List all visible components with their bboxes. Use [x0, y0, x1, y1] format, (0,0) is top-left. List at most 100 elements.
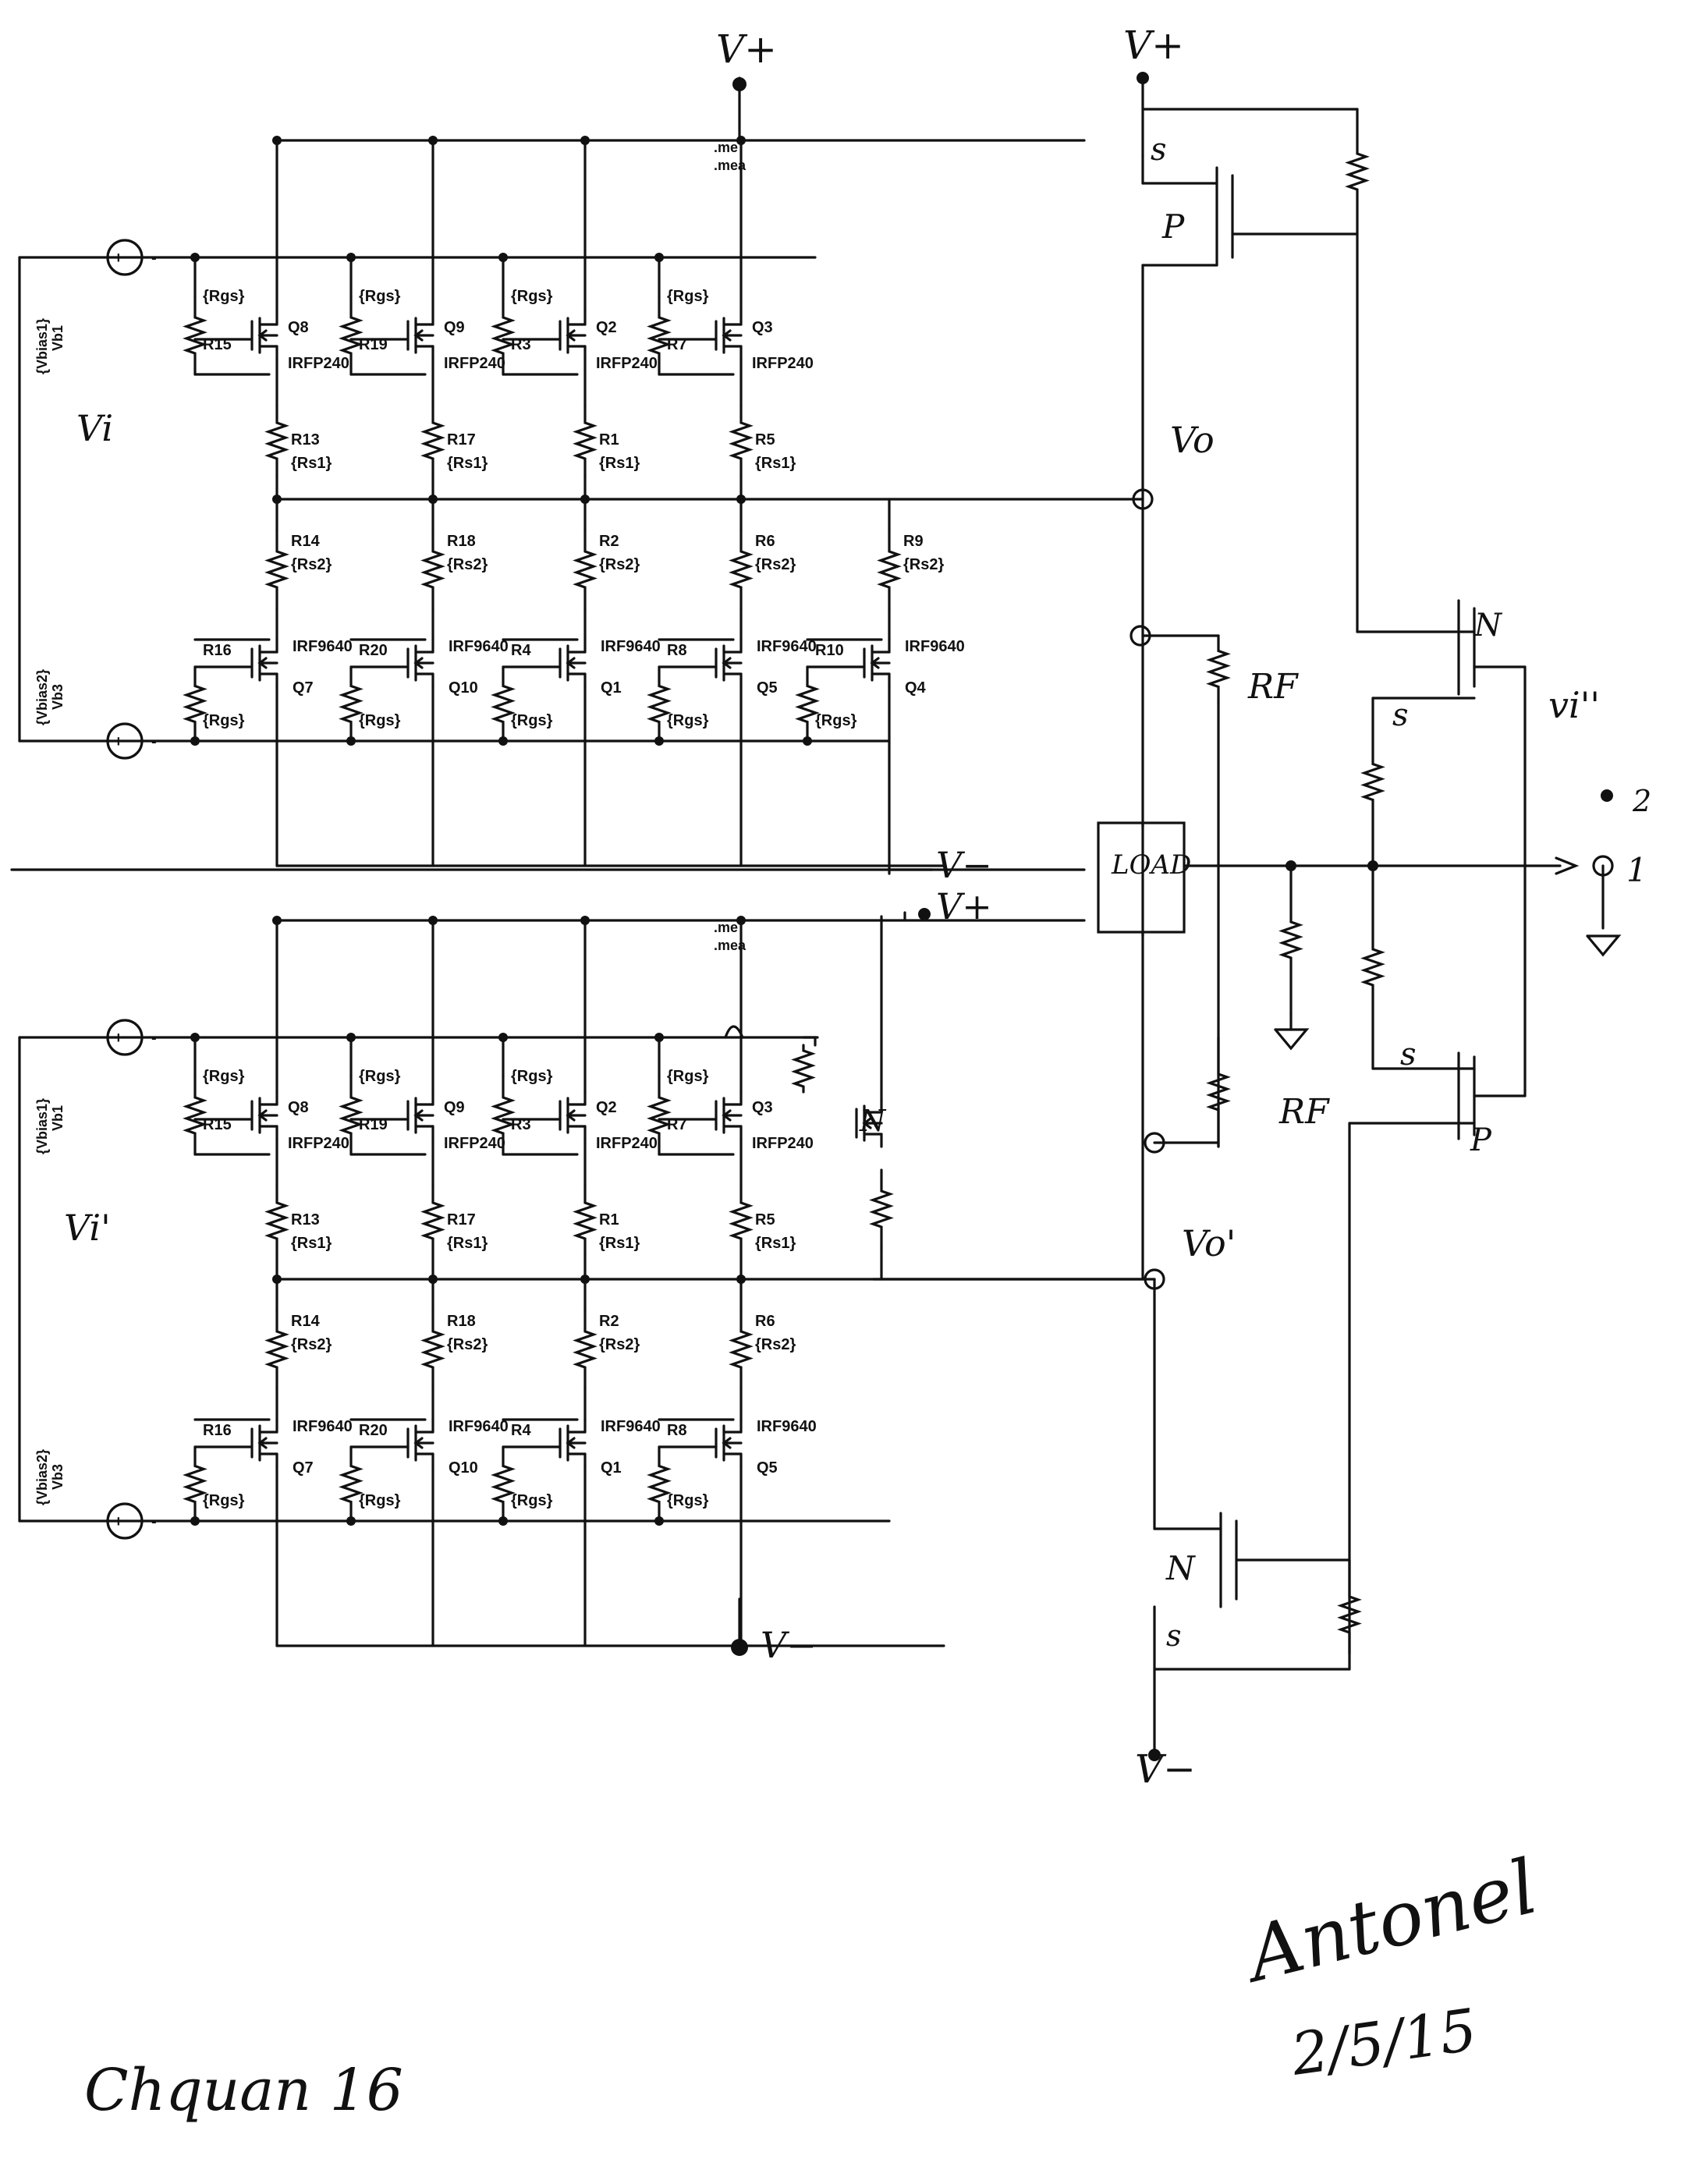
mosfet-part: [566, 329, 576, 342]
rgs-resistor: [647, 295, 672, 376]
pmos-Q5: [715, 1418, 743, 1468]
mosfet-part: [413, 1109, 424, 1122]
rf-label-top: RF: [1247, 667, 1299, 707]
pmos-Q7: [250, 638, 278, 688]
rgs-bottom-label: {Rgs}: [667, 712, 709, 729]
r-label-R18: R18: [447, 533, 476, 550]
rs2-value: {Rs2}: [755, 1336, 796, 1353]
r-label-R14: R14: [291, 533, 321, 550]
qtype-label: IRFP240: [596, 1135, 658, 1152]
vplus-label-mid: V+: [936, 885, 992, 927]
rs2-value: {Rs2}: [599, 1336, 640, 1353]
bias-source-bottom-b-minus: -: [151, 1513, 157, 1530]
rgs-resistor: [183, 295, 207, 376]
rgs-bottom-label: {Rgs}: [511, 1492, 553, 1509]
mosfet-part: [257, 1109, 268, 1122]
output-arrow: [1555, 856, 1580, 875]
source-label-bottom-b: Vb3: [50, 1464, 66, 1490]
pmos-Q4: [863, 638, 891, 688]
source-label-bottom-b: Vb3: [50, 684, 66, 710]
mosfet-part: [257, 657, 268, 669]
bias-source-bottom-b-plus: +: [114, 1513, 123, 1530]
vplus-dot: [732, 77, 746, 91]
nmos-Q3: [715, 1090, 743, 1140]
vo-prime-label: Vo': [1182, 1222, 1236, 1264]
r-label-R1: R1: [599, 1211, 619, 1228]
nmos-Q8: [250, 1090, 278, 1140]
meas-label-a: .me: [714, 920, 738, 935]
pq-label-Q7: Q7: [293, 1459, 314, 1477]
rs1-resistor: [420, 404, 445, 477]
bias-source-top-b: [106, 1019, 144, 1056]
author-text: Chquan 16: [84, 2057, 403, 2124]
bias-source-top-a-plus: +: [114, 250, 123, 267]
qtype-label: IRFP240: [288, 355, 349, 372]
r-label-R17: R17: [447, 1211, 476, 1228]
pq-label-Q10: Q10: [449, 679, 478, 697]
pmos-Q10: [406, 638, 434, 688]
ptype-label: IRF9640: [757, 1418, 817, 1435]
rgs-resistor-bottom: [795, 665, 820, 743]
qtype-label: IRFP240: [752, 1135, 814, 1152]
load-label: LOAD: [1111, 849, 1191, 881]
r-label-R8: R8: [667, 1422, 687, 1439]
pmos-Q10: [406, 1418, 434, 1468]
source-label-top-b: Vb1: [50, 1105, 66, 1131]
vi-prime-label: Vi': [64, 1207, 111, 1249]
rgs-resistor-bottom: [491, 665, 516, 743]
mosfet-part: [722, 329, 732, 342]
pq-label-Q4: Q4: [905, 679, 927, 697]
rgs-resistor-bottom: [339, 665, 363, 743]
rgs-bottom-label: {Rgs}: [203, 712, 245, 729]
rf-resistor-top: [1206, 634, 1231, 704]
rgs-label: {Rgs}: [667, 288, 709, 305]
r-label-R20: R20: [359, 1422, 388, 1439]
r-label-R19: R19: [359, 1116, 388, 1133]
load-box: [1097, 821, 1186, 934]
q-label-Q2: Q2: [596, 1099, 617, 1116]
bias-source-top-b-plus: +: [114, 1030, 123, 1047]
meas-label-a: .me: [714, 140, 738, 155]
r-label-R4: R4: [511, 642, 531, 659]
q-label-Q3: Q3: [752, 319, 773, 336]
mosfet-part: [722, 1109, 732, 1122]
r-label-R1: R1: [599, 431, 619, 448]
rs1-value: {Rs1}: [755, 1235, 796, 1252]
r-label-R13: R13: [291, 431, 320, 448]
rs2-resistor: [877, 529, 902, 610]
node-1-label: 1: [1626, 851, 1647, 889]
rgs-label: {Rgs}: [203, 1068, 245, 1085]
p-label-top: P: [1161, 207, 1185, 246]
components: [106, 108, 1622, 1671]
bias-source-top-a-minus: -: [151, 250, 157, 267]
nmos-Q8: [250, 310, 278, 360]
rs2-resistor: [729, 529, 754, 610]
rs1-value: {Rs1}: [447, 455, 488, 472]
rgs-resistor-bottom: [647, 1445, 672, 1523]
wire-crossing: [724, 1025, 744, 1039]
rgs-label: {Rgs}: [359, 288, 401, 305]
source-label-top-a: {Vbias1}: [34, 318, 50, 374]
r-label-R16: R16: [203, 1422, 232, 1439]
s-label-bottom: s: [1166, 1618, 1182, 1653]
qtype-label: IRFP240: [596, 355, 658, 372]
rgs-bottom-label: {Rgs}: [511, 712, 553, 729]
rgs-label: {Rgs}: [511, 288, 553, 305]
rs2-resistor: [264, 529, 289, 610]
vplus-label-right: V+: [1123, 23, 1184, 68]
rgs-bottom-label: {Rgs}: [667, 1492, 709, 1509]
qtype-label: IRFP240: [444, 355, 505, 372]
vplus-dot-mid: [918, 908, 931, 920]
rs2-value: {Rs2}: [755, 556, 796, 573]
signature-text: Antonel: [1233, 1842, 1546, 2000]
mosfet-part: [257, 1437, 268, 1449]
pq-label-Q1: Q1: [601, 1459, 622, 1477]
bias-dot: [346, 253, 356, 262]
r-label-R13: R13: [291, 1211, 320, 1228]
rgs-bottom-label: {Rgs}: [359, 712, 401, 729]
bias-source-bottom-a-minus: -: [151, 733, 157, 750]
rs2-value: {Rs2}: [291, 556, 332, 573]
bias-source-bottom-b: [106, 1502, 144, 1540]
bias-source-bottom-a-plus: +: [114, 733, 123, 750]
